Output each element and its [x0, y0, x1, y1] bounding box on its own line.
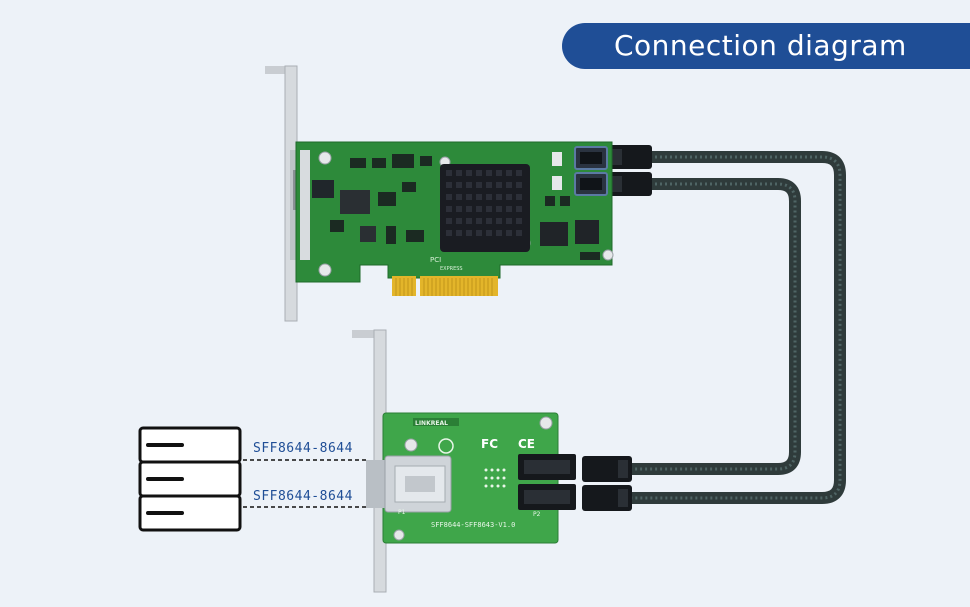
adapter-p2-label: P2: [533, 511, 541, 518]
port-label-bottom: SFF8644-8644: [253, 489, 353, 504]
adapter-external-port: [366, 455, 452, 513]
cable-inner-highlight: [630, 182, 797, 471]
hba-gold-fingers: [392, 276, 498, 296]
hba-internal-ports: [552, 146, 608, 196]
storage-enclosure-icon: [138, 426, 242, 532]
adapter-brand: LINKREAL: [415, 420, 448, 427]
cable-outer-highlight: [630, 155, 842, 500]
adapter-model-text: SFF8644-SFF8643-V1.0: [431, 521, 515, 529]
adapter-p1-label: P1: [398, 509, 406, 516]
adapter-screw-hole: [404, 438, 418, 452]
hba-bracket: [265, 65, 300, 322]
cable-inner: [624, 178, 801, 475]
hba-board-text-express: EXPRESS: [440, 266, 463, 272]
hba-board-text-pci: PCI: [430, 256, 441, 264]
hba-cable-connectors: [608, 145, 652, 196]
adapter-fcc-logo: FC: [481, 437, 498, 451]
page-title: Connection diagram: [562, 23, 970, 69]
adapter-ce-logo: CE: [518, 437, 535, 451]
hba-heatsink: [440, 164, 530, 252]
sas-cables: [624, 151, 846, 504]
adapter-internal-ports: [518, 454, 576, 510]
adapter-cable-connectors: [582, 456, 632, 511]
hba-card: PCI EXPRESS: [265, 65, 614, 322]
cable-outer: [624, 151, 846, 504]
hba-components: [300, 150, 614, 277]
port-label-top: SFF8644-8644: [253, 441, 353, 456]
adapter-rohs-icon: [438, 438, 454, 454]
enclosure-unit-3: [138, 494, 242, 532]
adapter-card: LINKREAL FC CE P1 P2 SFF8644-SFF8643-V1.…: [352, 329, 576, 593]
